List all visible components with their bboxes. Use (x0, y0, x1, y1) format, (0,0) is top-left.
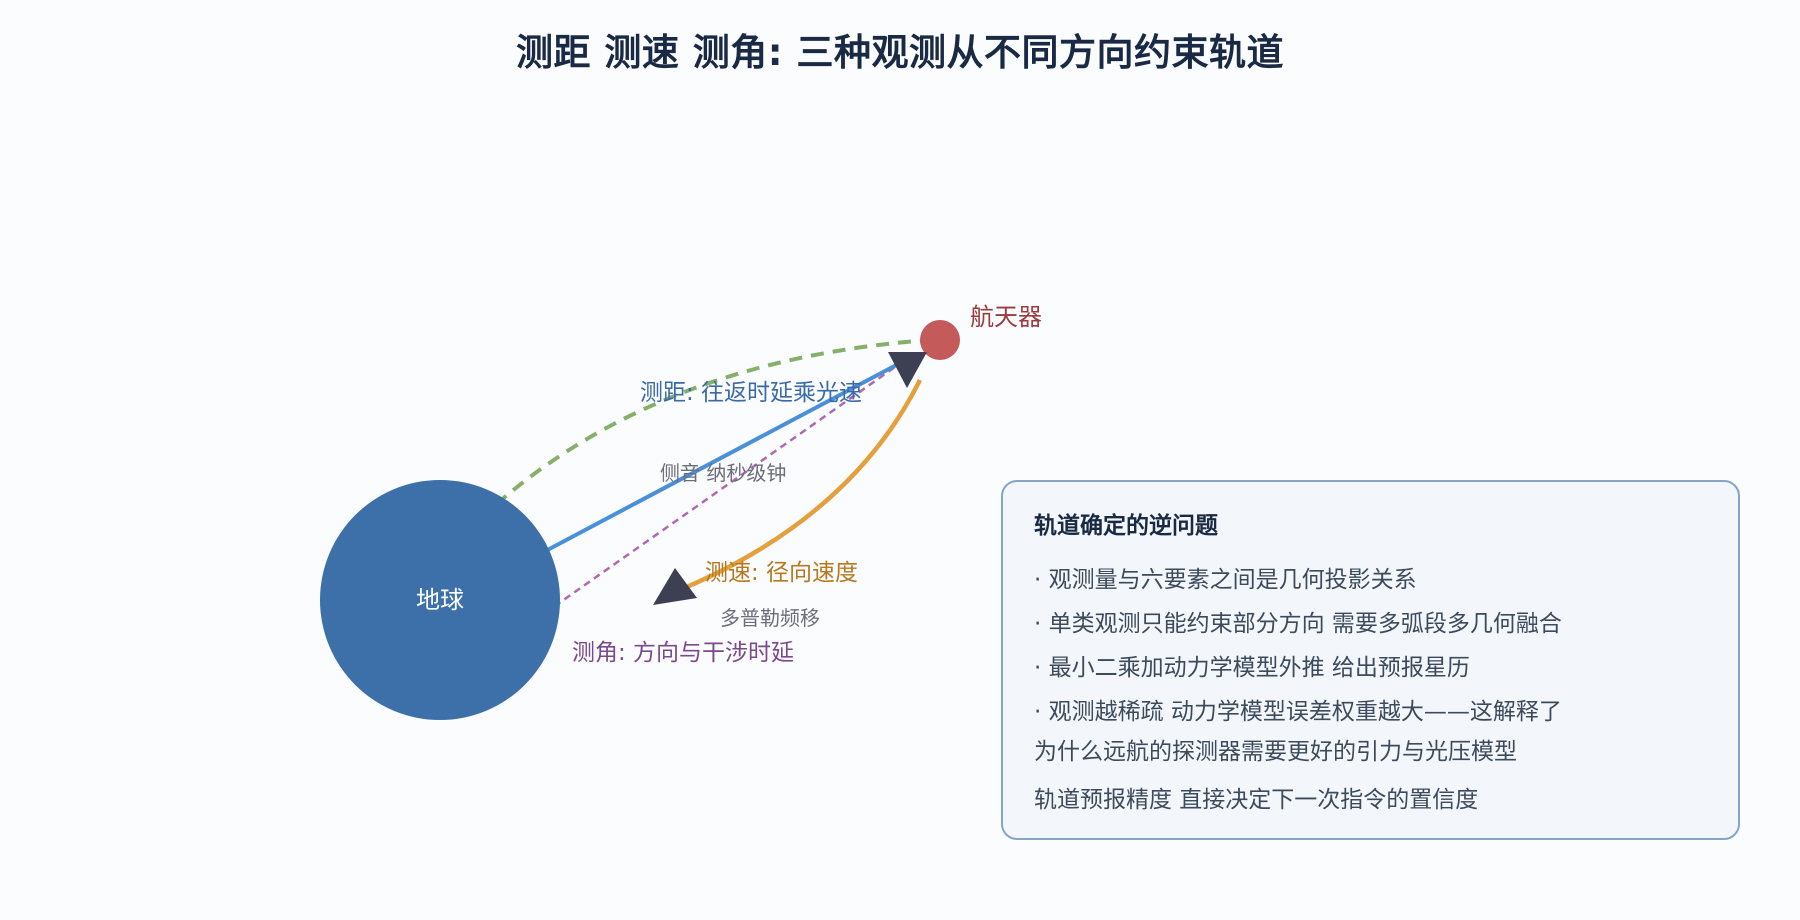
spacecraft-label: 航天器 (970, 303, 1042, 331)
panel-line: · 最小二乘加动力学模型外推 给出预报星历 (1034, 655, 1470, 681)
spacecraft-node (920, 320, 960, 360)
earth-node (320, 480, 560, 720)
orbit-arc (478, 338, 931, 521)
panel-line: · 观测越稀疏 动力学模型误差权重越大——这解释了 (1034, 699, 1562, 725)
panel-line: 为什么远航的探测器需要更好的引力与光压模型 (1034, 739, 1517, 765)
velocity-arc (674, 378, 923, 595)
ranging-label: 测距: 往返时延乘光速 (640, 380, 862, 406)
ranging-sublabel: 侧音 纳秒级钟 (660, 461, 786, 485)
velocity-sublabel: 多普勒频移 (720, 606, 820, 630)
velocity-arrowhead (653, 568, 697, 605)
ranging-arrowhead (888, 352, 927, 388)
panel-line: 轨道预报精度 直接决定下一次指令的置信度 (1034, 787, 1479, 813)
panel-heading: 轨道确定的逆问题 (1034, 513, 1218, 539)
angle-label: 测角: 方向与干涉时延 (572, 640, 794, 666)
earth-label: 地球 (416, 586, 464, 614)
panel-line: · 观测量与六要素之间是几何投影关系 (1034, 567, 1417, 593)
ranging-line (537, 360, 903, 557)
angle-measure-line (534, 358, 906, 622)
panel-line: · 单类观测只能约束部分方向 需要多弧段多几何融合 (1034, 611, 1562, 637)
velocity-label: 测速: 径向速度 (705, 560, 858, 586)
inverse-problem-panel: 轨道确定的逆问题 · 观测量与六要素之间是几何投影关系 · 单类观测只能约束部分… (1001, 480, 1740, 840)
page-title: 测距 测速 测角: 三种观测从不同方向约束轨道 (516, 31, 1284, 74)
